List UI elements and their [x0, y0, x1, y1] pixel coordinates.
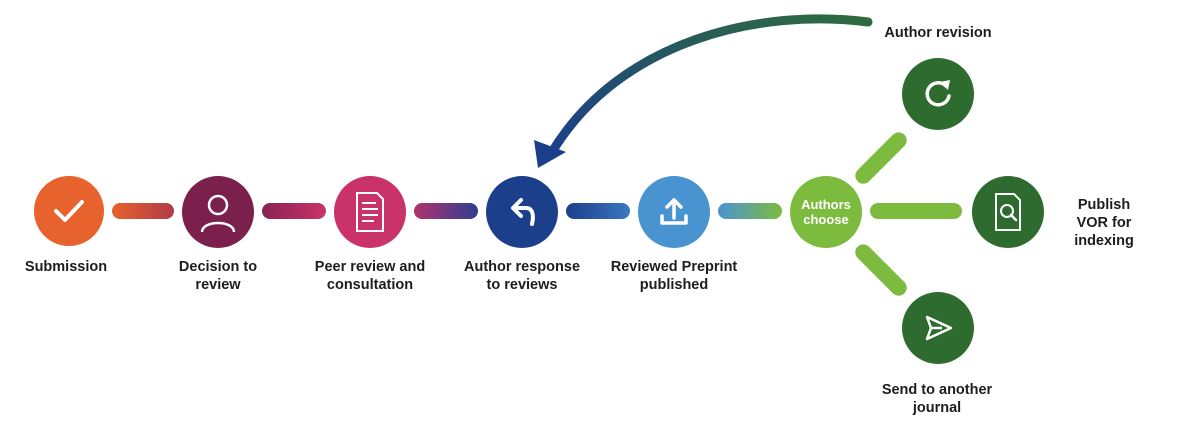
connector-preprint-choose: [718, 203, 782, 219]
step-peer-review-circle: [334, 176, 406, 248]
connector-decision-peer-review: [262, 203, 326, 219]
send-icon: [925, 315, 953, 341]
outcome-publish-circle: [972, 176, 1044, 248]
step-reviewed-preprint-label: Reviewed Preprint published: [610, 259, 738, 293]
step-submission-label: Submission: [24, 259, 108, 275]
refresh-icon: [925, 80, 951, 107]
outcome-send-circle: [902, 292, 974, 364]
connector-peer-review-response: [414, 203, 478, 219]
step-author-response-label: Author response to reviews: [463, 259, 581, 293]
authors-choose-circle: Authors choose: [790, 176, 862, 248]
step-peer-review-label: Peer review and consultation: [314, 259, 426, 293]
outcome-revision-label: Author revision: [884, 25, 992, 41]
step-decision-label: Decision to review: [178, 259, 258, 293]
connector-response-preprint: [566, 203, 630, 219]
step-reviewed-preprint-circle: [638, 176, 710, 248]
connector-choose-publish: [870, 203, 962, 219]
outcome-revision-circle: [902, 58, 974, 130]
step-submission-circle: [34, 176, 104, 246]
document-search-icon: [995, 193, 1021, 231]
connector-submission-decision: [112, 203, 174, 219]
reply-arrow-icon: [511, 198, 535, 226]
authors-choose-label: Authors choose: [801, 197, 851, 227]
step-author-response-circle: [486, 176, 558, 248]
upload-icon: [660, 198, 688, 225]
outcome-send-label: Send to another journal: [881, 382, 993, 416]
person-icon: [200, 194, 236, 233]
outcome-publish-label: Publish VOR for indexing: [1074, 197, 1134, 249]
document-icon: [356, 192, 384, 232]
checkmark-icon: [54, 200, 84, 222]
step-decision-circle: [182, 176, 254, 248]
